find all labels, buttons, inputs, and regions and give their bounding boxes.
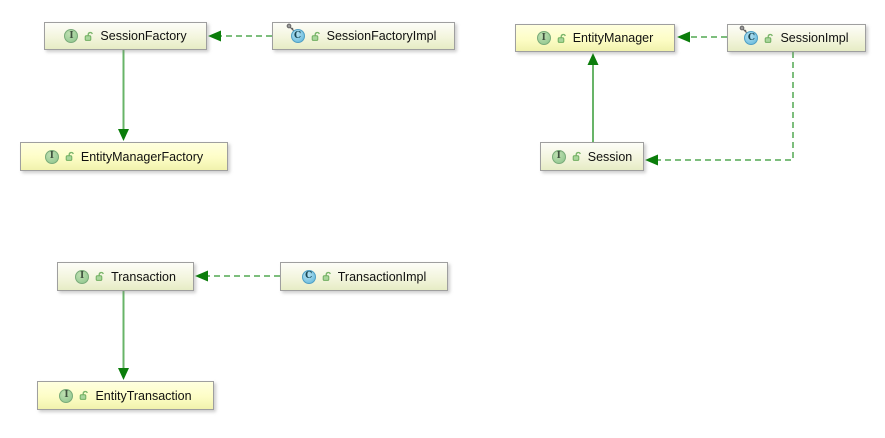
class-icon: C — [301, 269, 316, 284]
edge-sessionimpl-to-session — [645, 52, 794, 166]
node-session[interactable]: I Session — [540, 142, 644, 171]
node-transaction[interactable]: I Transaction — [57, 262, 194, 291]
node-label: TransactionImpl — [337, 269, 427, 284]
edge-session-to-entitymanager — [587, 53, 599, 142]
edge-sessionimpl-to-entitymanager — [677, 31, 727, 43]
node-entity-manager[interactable]: I EntityManager — [515, 24, 675, 52]
edge-transaction-to-entitytransaction — [118, 290, 129, 380]
node-entity-transaction[interactable]: I EntityTransaction — [37, 381, 214, 410]
unlock-icon — [557, 33, 566, 43]
interface-icon: I — [59, 388, 74, 403]
interface-icon: I — [551, 149, 566, 164]
node-entity-manager-factory[interactable]: I EntityManagerFactory — [20, 142, 228, 171]
interface-icon: I — [64, 29, 79, 43]
node-label: EntityManager — [572, 31, 654, 45]
node-label: SessionImpl — [780, 31, 849, 45]
node-session-factory-impl[interactable]: C SessionFactoryImpl — [272, 22, 455, 50]
node-label: SessionFactoryImpl — [326, 29, 437, 43]
unlock-icon — [765, 33, 774, 43]
unlock-icon — [65, 151, 74, 161]
edge-transactionimpl-to-transaction — [195, 270, 280, 282]
node-label: Session — [587, 149, 633, 164]
interface-icon: I — [44, 149, 59, 164]
unlock-icon — [85, 31, 94, 41]
key-icon — [286, 23, 294, 32]
node-label: EntityManagerFactory — [80, 149, 204, 164]
class-icon: C — [286, 23, 305, 43]
unlock-icon — [80, 390, 89, 400]
interface-icon: I — [536, 31, 551, 45]
unlock-icon — [572, 151, 581, 161]
edge-sessionfactoryimpl-to-sessionfactory — [208, 30, 272, 42]
unlock-icon — [322, 271, 331, 281]
node-session-factory[interactable]: I SessionFactory — [44, 22, 207, 50]
node-label: Transaction — [111, 269, 176, 284]
class-icon: C — [740, 25, 759, 45]
key-icon — [740, 25, 748, 34]
node-label: SessionFactory — [100, 29, 187, 43]
node-session-impl[interactable]: C SessionImpl — [727, 24, 866, 52]
unlock-icon — [311, 31, 320, 41]
node-label: EntityTransaction — [95, 388, 192, 403]
edge-sessionfactory-to-entitymanagerfactory — [118, 50, 129, 141]
node-transaction-impl[interactable]: C TransactionImpl — [280, 262, 448, 291]
unlock-icon — [95, 271, 104, 281]
interface-icon: I — [75, 269, 90, 284]
